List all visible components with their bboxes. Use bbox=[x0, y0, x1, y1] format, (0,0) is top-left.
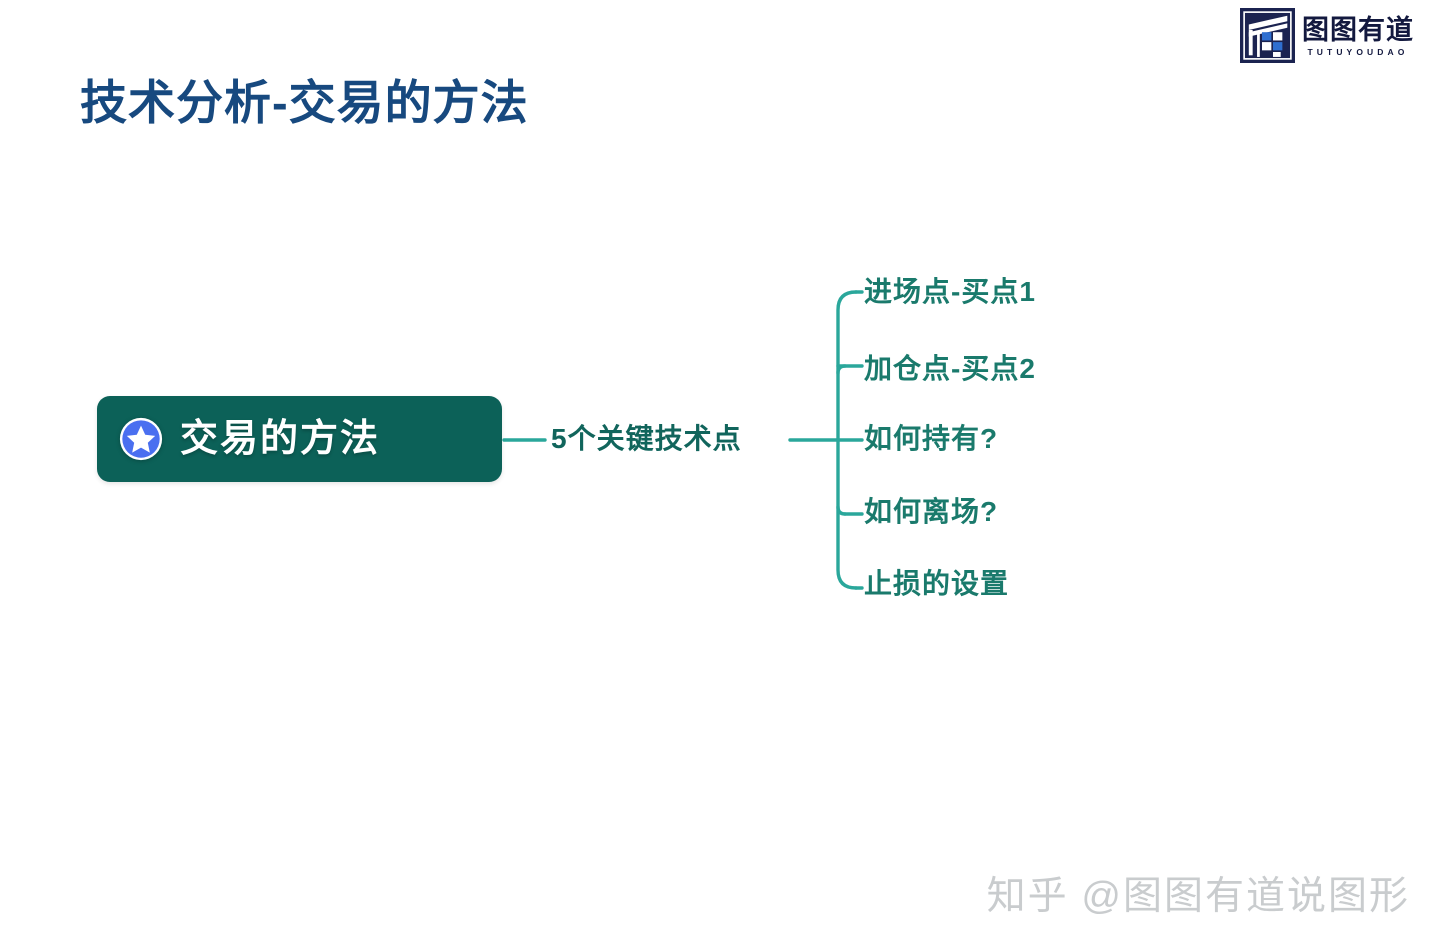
mindmap-leaf-0[interactable]: 进场点-买点1 bbox=[864, 276, 1036, 307]
logo-cn-name: 图图有道 bbox=[1302, 15, 1414, 46]
mindmap-leaf-1[interactable]: 加仓点-买点2 bbox=[864, 353, 1036, 384]
zhihu-watermark: 知乎 @图图有道说图形 bbox=[986, 875, 1410, 918]
logo-en-name: TUTUYOUDAO bbox=[1307, 46, 1409, 57]
mindmap-leaf-2[interactable]: 如何持有? bbox=[864, 423, 999, 454]
brand-logo: 图图有道 TUTUYOUDAO bbox=[1240, 8, 1414, 63]
page-title: 技术分析-交易的方法 bbox=[80, 76, 529, 129]
logo-text: 图图有道 TUTUYOUDAO bbox=[1302, 14, 1414, 57]
mindmap-root-label: 交易的方法 bbox=[180, 418, 381, 460]
mindmap-leaf-3[interactable]: 如何离场? bbox=[864, 496, 999, 527]
mindmap-branch-label[interactable]: 5个关键技术点 bbox=[551, 423, 742, 454]
star-badge-icon bbox=[119, 417, 163, 461]
mindmap-leaf-4[interactable]: 止损的设置 bbox=[864, 568, 1010, 599]
mindmap-root-node[interactable]: 交易的方法 bbox=[97, 396, 502, 482]
tutuyoudao-square-logo-icon bbox=[1240, 8, 1295, 63]
connector-leaf-1-elbow bbox=[836, 364, 847, 375]
